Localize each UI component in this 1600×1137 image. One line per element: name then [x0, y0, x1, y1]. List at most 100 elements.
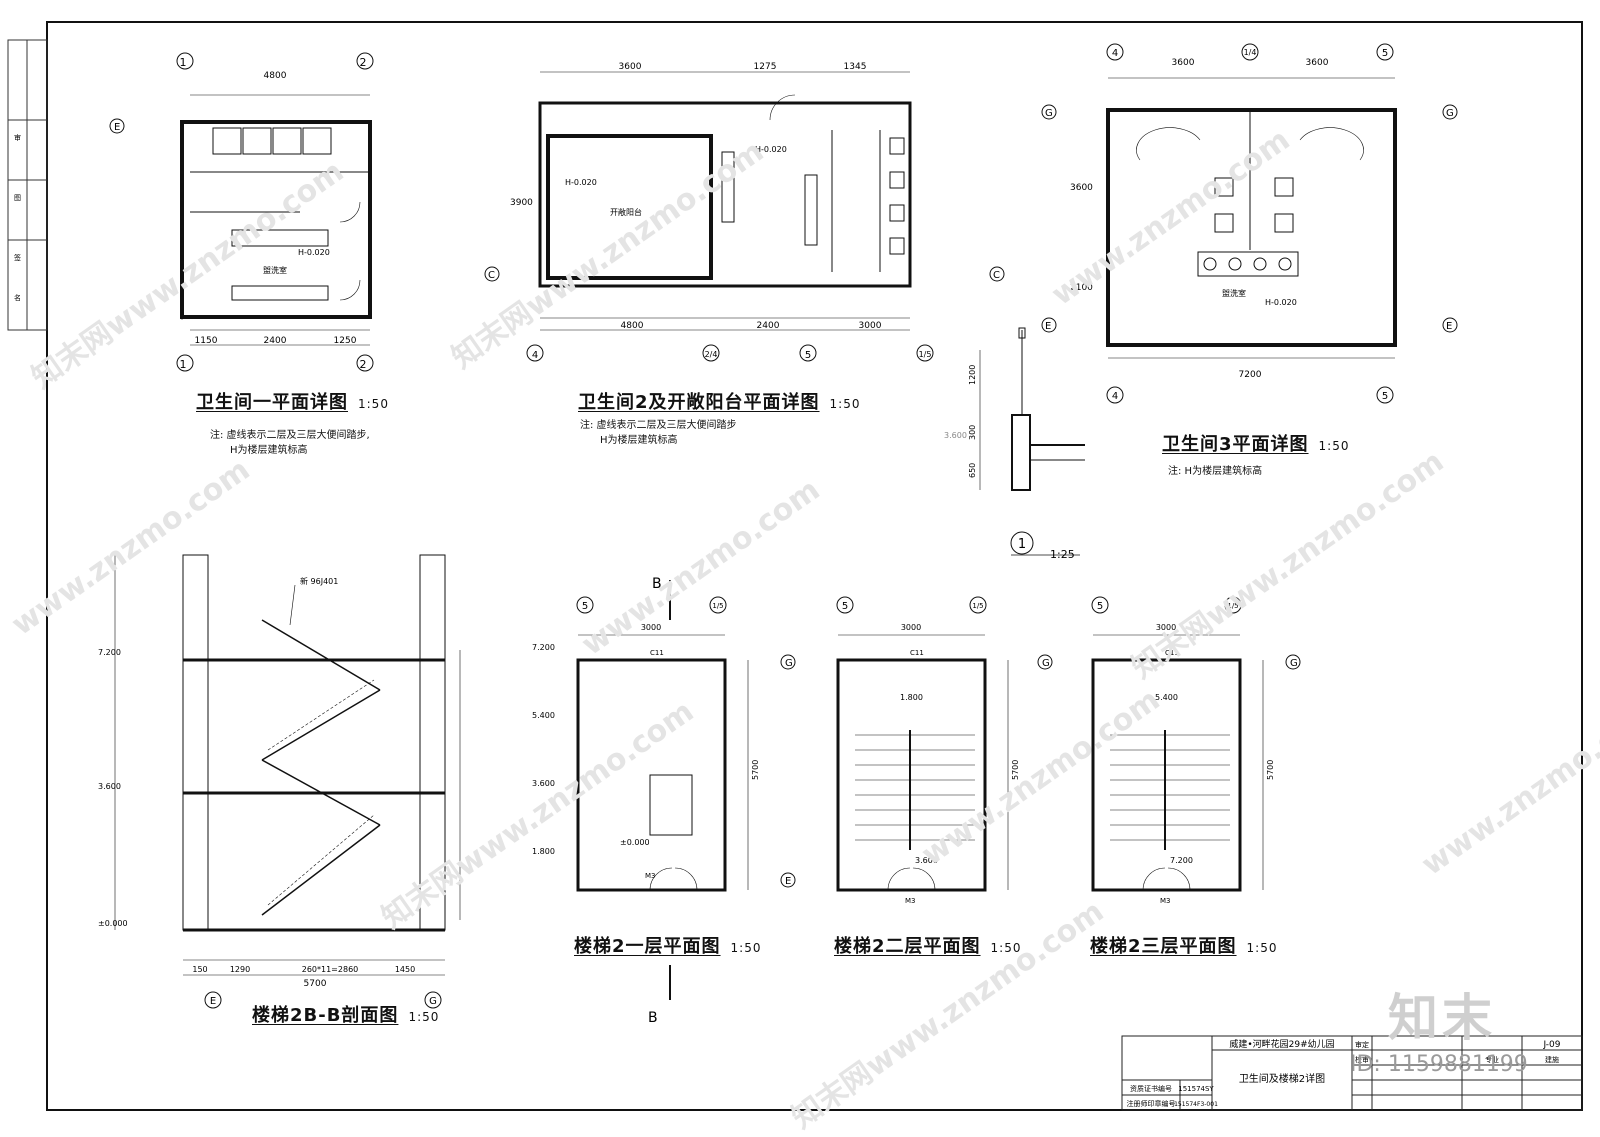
t1-dim-b3: 1250 [334, 336, 357, 346]
t1-grid-2: 2 [360, 56, 367, 69]
stair2-plan [836, 596, 1053, 892]
s2-window: C11 [910, 649, 924, 657]
sec-elev-1: 7.200 [98, 648, 121, 657]
tb-reg-no: 151574F3-001 [1174, 1101, 1218, 1108]
s2-elev: 3.600 [915, 856, 938, 865]
t2-elev: H-0.020 [565, 178, 597, 187]
toilet1-plan [109, 52, 374, 372]
detail1-label: 1 [1018, 537, 1026, 552]
t3-dim-total: 7200 [1239, 370, 1262, 380]
sec-elev-r4: 1.800 [532, 847, 555, 856]
detail1-dim2: 300 [968, 425, 977, 440]
tb-drawing-name: 卫生间及楼梯2详图 [1239, 1072, 1325, 1085]
t2-dim-t1: 3600 [619, 62, 642, 72]
s1-elev: ±0.000 [620, 838, 650, 847]
t2-grid-4: 4 [532, 350, 538, 361]
t1-grid-E: E [114, 122, 120, 133]
sec-dim-b1: 150 [192, 965, 207, 974]
t2-grid-C2: C [993, 270, 1000, 281]
t3-grid-5: 5 [1382, 48, 1388, 59]
sec-elev-3: ±0.000 [98, 919, 128, 928]
tb-role-1: 审定 [1355, 1040, 1369, 1049]
s3-grid-1-5: 1/5 [1227, 602, 1238, 610]
brand-logo: 知末 [1388, 989, 1496, 1047]
t3-grid-G: G [1045, 108, 1053, 119]
t2-dim-b1: 4800 [621, 321, 644, 331]
s2-dim-top: 3000 [901, 623, 921, 632]
tb-role-2: 校审 [1355, 1055, 1369, 1064]
s3-dim-top: 3000 [1156, 623, 1176, 632]
s1-dim-top: 3000 [641, 623, 661, 632]
tb-role-3: 专业 [1485, 1055, 1499, 1064]
t2-room: 开敞阳台 [610, 207, 642, 217]
sec-grid-G: G [429, 996, 437, 1007]
sec-dim-b2: 1290 [230, 965, 250, 974]
t3-grid-E: E [1045, 321, 1051, 332]
t1-grid-1b: 1 [180, 358, 187, 371]
sec-dim-b4: 1450 [395, 965, 415, 974]
t1-room: 盥洗室 [263, 265, 287, 275]
tb-reg-label: 注册师印章编号 [1127, 1099, 1176, 1108]
t2-dim-t2: 1275 [754, 62, 777, 72]
s2-dim-total: 5700 [1011, 760, 1020, 780]
s3-window: C11 [1165, 649, 1179, 657]
section-mark-B-top: B [652, 576, 662, 592]
s1-dim-total: 5700 [751, 760, 760, 780]
toilet3-plan [1041, 43, 1458, 404]
t1-dim-b2: 2400 [264, 336, 287, 346]
t3-grid-E2: E [1446, 321, 1452, 332]
t2-grid-1-5: 1/5 [919, 350, 932, 359]
t3-grid-4b: 4 [1112, 391, 1118, 402]
s2-grid-5: 5 [842, 601, 848, 612]
sec-ref: 新 96J401 [300, 576, 338, 586]
detail1-elev: 3.600 [944, 431, 967, 440]
t2-dim-t3: 1345 [844, 62, 867, 72]
t3-grid-G2: G [1446, 108, 1454, 119]
s1-door: M3 [645, 872, 656, 880]
s2-door: M3 [905, 897, 916, 905]
stair3-plan [1091, 596, 1301, 892]
s3-door: M3 [1160, 897, 1171, 905]
t2-grid-C: C [488, 270, 495, 281]
t2-grid-5: 5 [805, 350, 811, 361]
s3-grid-G: G [1290, 658, 1298, 669]
toilet3-notes: 注: H为楼层建筑标高 [1168, 466, 1263, 477]
sec-dim-total: 5700 [304, 979, 327, 989]
tb-cert-no: 151574SY [1178, 1085, 1214, 1093]
t1-grid-1: 1 [180, 56, 187, 69]
sec-grid-E: E [210, 996, 216, 1007]
tb-sheet-no: J-09 [1542, 1040, 1560, 1050]
t3-dim-t1: 3600 [1172, 58, 1195, 68]
t2-dim-b2: 2400 [757, 321, 780, 331]
t1-dim-total: 4800 [264, 71, 287, 81]
s3-landing: 5.400 [1155, 693, 1178, 702]
s2-grid-G: G [1042, 658, 1050, 669]
sec-elev-r2: 5.400 [532, 711, 555, 720]
sec-elev-2: 3.600 [98, 782, 121, 791]
sec-dim-b3: 260*11=2860 [302, 965, 359, 974]
strip-2: 图 [14, 194, 21, 202]
detail-1 [979, 327, 1085, 556]
s2-landing: 1.800 [900, 693, 923, 702]
s1-grid-G: G [785, 658, 793, 669]
detail1-dim3: 650 [968, 463, 977, 478]
toilet1-notes: 注: 虚线表示二层及三层大便间踏步,H为楼层建筑标高 [210, 430, 370, 456]
detail1-scale: 1:25 [1050, 548, 1075, 561]
s1-window: C11 [650, 649, 664, 657]
sec-elev-r3: 3.600 [532, 779, 555, 788]
tb-cert-label: 资质证书编号 [1130, 1084, 1172, 1093]
detail1-dim1: 1200 [968, 365, 977, 385]
t3-grid-4: 4 [1112, 48, 1118, 59]
sec-elev-r1: 7.200 [532, 643, 555, 652]
t3-side-dim2: 2100 [1070, 283, 1093, 293]
stair1-plan [576, 580, 796, 1000]
title-block [1121, 1035, 1583, 1111]
toilet2-plan [484, 71, 1005, 362]
